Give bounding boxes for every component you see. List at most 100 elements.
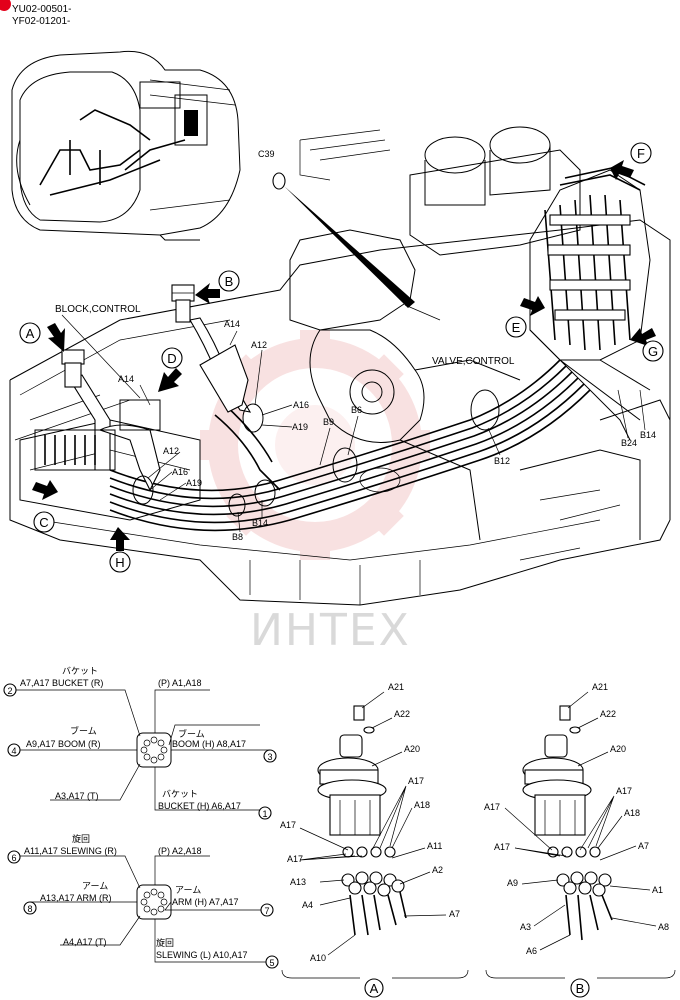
detail-a-a21: A21: [388, 682, 404, 692]
valve-control-label: VALVE,CONTROL: [432, 356, 515, 367]
part-b8: B8: [232, 532, 243, 542]
detail-a-a17-l: A17: [280, 820, 296, 830]
block-control-label: BLOCK,CONTROL: [55, 304, 141, 315]
detail-a-a13: A13: [290, 877, 306, 887]
diag2-bottom-right: SLEWING (L) A10,A17: [156, 950, 248, 960]
detail-a-a18: A18: [414, 800, 430, 810]
diag1-right-jp: ブーム: [178, 728, 205, 740]
diag1-num-3: 3: [267, 752, 272, 762]
callout-arrow-a: [47, 323, 65, 352]
part-a19-top: A19: [292, 422, 308, 432]
joystick-port-diagram-1: 2 4 3 1: [3, 683, 277, 820]
corner-marker: [0, 0, 11, 11]
control-valve-assembly: [529, 167, 651, 441]
serial-line-2: YF02-01201-: [12, 16, 70, 27]
diag1-top-left-jp: バケット: [62, 666, 98, 677]
part-b24: B24: [621, 438, 637, 448]
detail-b-a7: A7: [638, 841, 649, 851]
part-a12-top: A12: [251, 340, 267, 350]
diag1-right: BOOM (H) A8,A17: [172, 739, 246, 749]
detail-b-a6: A6: [526, 946, 537, 956]
svg-text:C: C: [39, 515, 48, 530]
svg-text:H: H: [115, 555, 124, 570]
diag2-top-left: A11,A17 SLEWING (R): [24, 846, 117, 856]
callout-arrow-g: [630, 328, 656, 346]
diag1-num-1: 1: [262, 809, 267, 819]
diag2-right-jp: アーム: [175, 885, 201, 896]
svg-text:B: B: [225, 274, 234, 289]
detail-b-a21: A21: [592, 682, 608, 692]
part-b14-low: B14: [252, 518, 268, 528]
diag2-left: A13,A17 ARM (R): [40, 893, 112, 903]
diag1-left: A9,A17 BOOM (R): [26, 739, 101, 749]
callout-e: E: [505, 316, 527, 338]
detail-b-a8: A8: [658, 922, 669, 932]
detail-a-a4: A4: [302, 900, 313, 910]
diag1-top-left: A7,A17 BUCKET (R): [20, 678, 103, 688]
detail-b-a3: A3: [520, 922, 531, 932]
main-leader-lines: [61, 314, 646, 533]
watermark-text: ИНТЕХ: [250, 605, 411, 656]
diag1-bottom-left: A3,A17 (T): [55, 791, 99, 801]
diag2-top-left-jp: 旋回: [72, 833, 90, 845]
svg-text:B: B: [576, 981, 585, 996]
callout-arrow-c: [32, 480, 58, 500]
c39-bolt-icon: [272, 172, 415, 308]
diag1-num-4: 4: [11, 746, 16, 756]
detail-b-bracket: [485, 969, 676, 979]
pilot-valve-fitting-a: [61, 349, 85, 388]
svg-text:A: A: [26, 326, 35, 341]
machine-overview-illustration: [11, 50, 241, 241]
diag2-top-right: (P) A2,A18: [158, 846, 202, 856]
svg-text:F: F: [637, 146, 645, 161]
callout-c: C: [33, 511, 55, 533]
diag2-right: ARM (H) A7,A17: [172, 897, 239, 907]
part-b9: B9: [323, 417, 334, 427]
part-b14-right: B14: [640, 430, 656, 440]
diag2-num-5: 5: [269, 958, 274, 968]
callout-g: G: [642, 340, 664, 362]
joystick-port-diagram-2: 6 8 7 5: [7, 850, 279, 969]
svg-text:G: G: [648, 344, 658, 359]
detail-b-a22: A22: [600, 709, 616, 719]
diag1-bottom-right: BUCKET (H) A6,A17: [158, 801, 241, 811]
detail-b-a18: A18: [624, 808, 640, 818]
svg-text:D: D: [167, 351, 176, 366]
callout-arrow-f: [610, 160, 634, 180]
detail-a-a22: A22: [394, 709, 410, 719]
detail-b-pilot-valve: [522, 705, 613, 941]
diag1-top-right: (P) A1,A18: [158, 678, 202, 688]
callout-a: A: [19, 322, 41, 344]
detail-a-a2: A2: [432, 865, 443, 875]
detail-a-bracket: [281, 969, 469, 979]
part-a12-low: A12: [163, 446, 179, 456]
detail-a-pilot-valve: [317, 705, 407, 936]
callout-f: F: [630, 142, 652, 164]
detail-a-a11: A11: [427, 841, 442, 851]
part-c39: C39: [258, 149, 275, 159]
diag1-num-2: 2: [7, 686, 12, 696]
detail-a-a20: A20: [404, 744, 420, 754]
detail-a-a7: A7: [449, 909, 460, 919]
detail-b-a17-r: A17: [616, 786, 632, 796]
svg-text:A: A: [370, 981, 379, 996]
detail-a-label: A: [364, 978, 384, 998]
part-b12: B12: [494, 456, 510, 466]
detail-b-a1: A1: [652, 885, 663, 895]
diag2-num-8: 8: [27, 904, 32, 914]
detail-a-a10: A10: [310, 953, 326, 963]
detail-b-a17-l: A17: [484, 802, 500, 812]
part-a16-low: A16: [172, 467, 188, 477]
callout-arrow-h: [110, 527, 130, 551]
serial-line-1: YU02-00501-: [12, 4, 71, 15]
part-a16-top: A16: [293, 400, 309, 410]
callout-d: D: [161, 347, 183, 369]
hose-bundle: [69, 317, 591, 532]
detail-a-leaders: [299, 691, 447, 956]
diag2-bottom-left: A4,A17 (T): [63, 937, 107, 947]
callout-h: H: [109, 551, 131, 573]
part-a19-low: A19: [186, 478, 202, 488]
callout-b: B: [218, 270, 240, 292]
